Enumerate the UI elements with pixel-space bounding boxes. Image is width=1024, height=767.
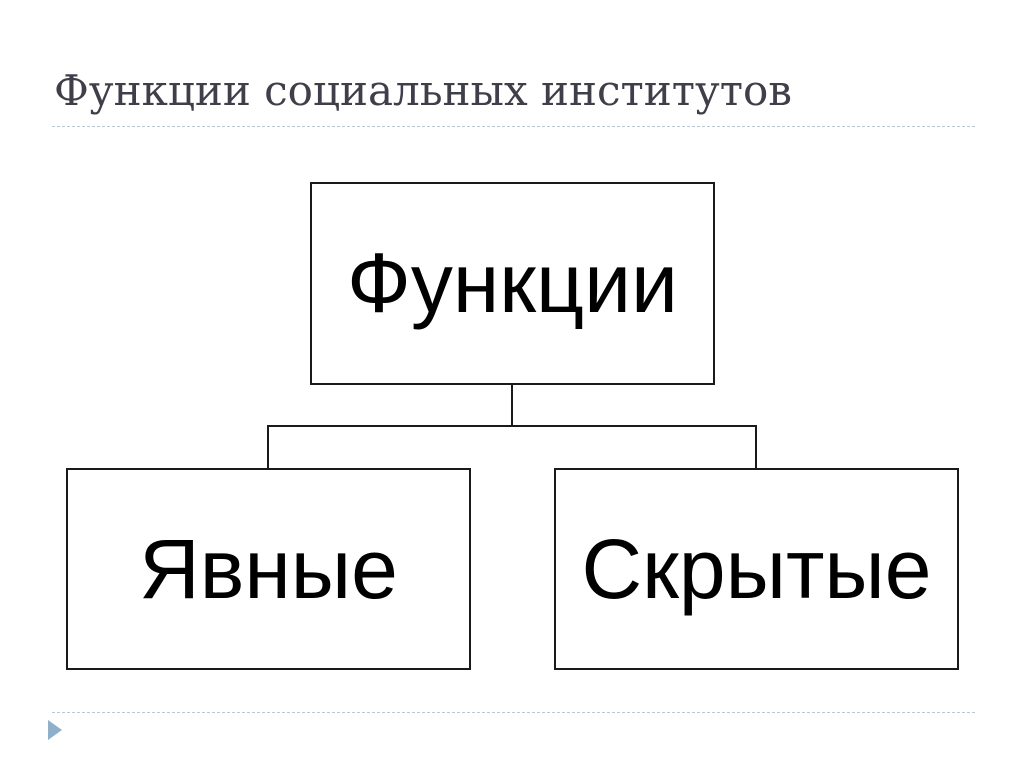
connector-root-vertical bbox=[511, 384, 513, 427]
child-node-box-explicit: Явные bbox=[66, 468, 471, 670]
root-node-box: Функции bbox=[310, 182, 715, 385]
root-node-label: Функции bbox=[347, 236, 678, 330]
bullet-triangle-icon bbox=[48, 720, 62, 740]
connector-right-vertical bbox=[755, 425, 757, 469]
title-divider bbox=[52, 126, 975, 127]
connector-left-vertical bbox=[267, 425, 269, 469]
footer-divider bbox=[52, 712, 975, 713]
child-node-label-explicit: Явные bbox=[139, 521, 398, 616]
child-node-label-hidden: Скрытые bbox=[581, 521, 932, 616]
child-node-box-hidden: Скрытые bbox=[554, 468, 959, 670]
connector-horizontal bbox=[267, 425, 757, 427]
slide-title: Функции социальных институтов bbox=[54, 66, 792, 115]
